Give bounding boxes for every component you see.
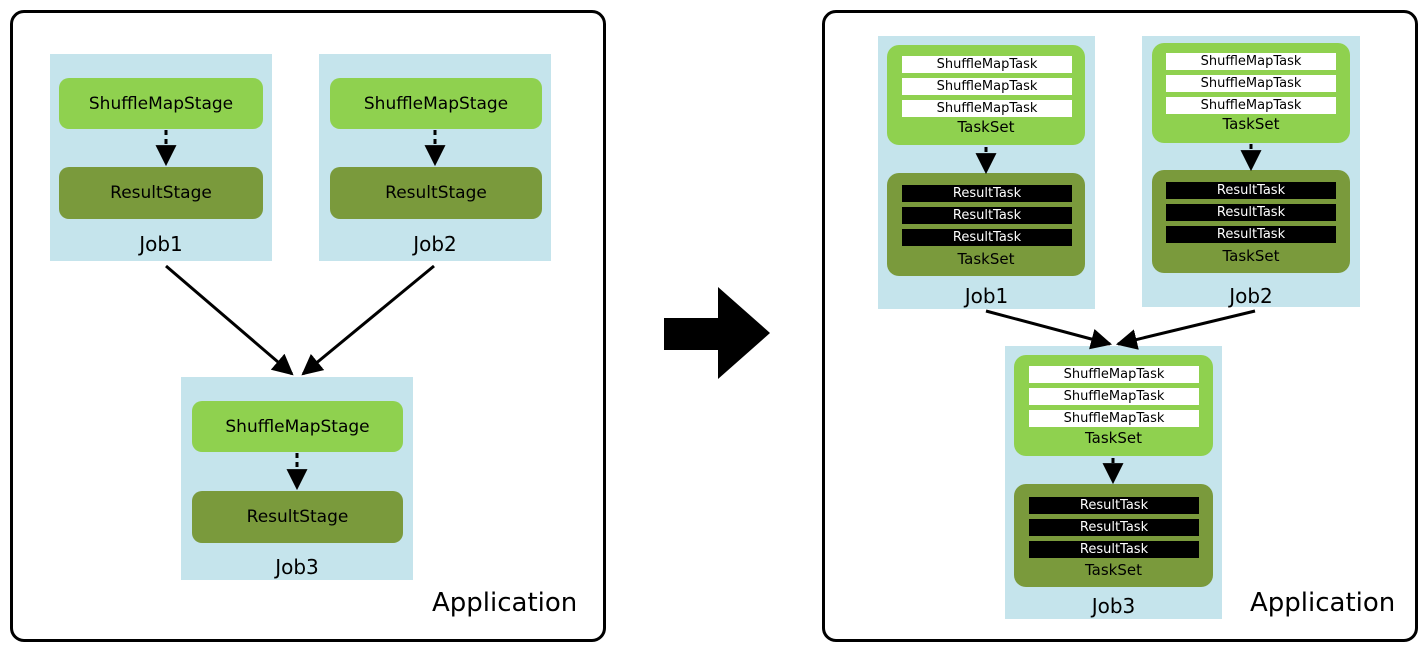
left-job3: ShuffleMapStage ResultStage Job3 — [181, 377, 413, 580]
left-application-label: Application — [432, 588, 578, 618]
shuffle-map-stage: ShuffleMapStage — [330, 78, 542, 129]
right-job3: ShuffleMapTask ShuffleMapTask ShuffleMap… — [1005, 346, 1222, 619]
taskset-label: TaskSet — [957, 118, 1015, 136]
left-job2: ShuffleMapStage ResultStage Job2 — [319, 54, 551, 261]
result-task: ResultTask — [1029, 541, 1199, 558]
right-job2: ShuffleMapTask ShuffleMapTask ShuffleMap… — [1142, 36, 1360, 308]
result-task: ResultTask — [1166, 204, 1336, 221]
shuffle-map-task: ShuffleMapTask — [902, 56, 1072, 73]
shuffle-map-stage: ShuffleMapStage — [192, 401, 403, 452]
shuffle-map-task: ShuffleMapTask — [902, 100, 1072, 117]
taskset-label: TaskSet — [1222, 115, 1280, 133]
taskset-label: TaskSet — [1084, 561, 1142, 579]
shuffle-map-stage: ShuffleMapStage — [59, 78, 263, 129]
result-stage: ResultStage — [59, 167, 263, 219]
result-taskset: ResultTask ResultTask ResultTask TaskSet — [1014, 484, 1213, 587]
result-stage: ResultStage — [330, 167, 542, 219]
result-task: ResultTask — [902, 229, 1072, 246]
job-label: Job1 — [139, 232, 183, 256]
shuffle-map-task: ShuffleMapTask — [1166, 75, 1336, 92]
job-label: Job1 — [964, 284, 1009, 308]
result-task: ResultTask — [1166, 226, 1336, 243]
result-task: ResultTask — [1029, 497, 1199, 514]
transform-arrow — [664, 287, 770, 379]
result-stage: ResultStage — [192, 491, 403, 543]
taskset-label: TaskSet — [957, 250, 1015, 268]
job-label: Job3 — [275, 555, 319, 579]
taskset-label: TaskSet — [1222, 247, 1280, 265]
result-task: ResultTask — [902, 185, 1072, 202]
shuffle-map-taskset: ShuffleMapTask ShuffleMapTask ShuffleMap… — [887, 45, 1085, 145]
right-application-label: Application — [1250, 588, 1396, 618]
result-task: ResultTask — [1029, 519, 1199, 536]
job-label: Job3 — [1091, 594, 1136, 618]
taskset-label: TaskSet — [1084, 429, 1142, 447]
result-task: ResultTask — [1166, 182, 1336, 199]
shuffle-map-task: ShuffleMapTask — [1029, 388, 1199, 405]
result-task: ResultTask — [902, 207, 1072, 224]
left-job1: ShuffleMapStage ResultStage Job1 — [50, 54, 272, 261]
job-label: Job2 — [1229, 284, 1273, 308]
shuffle-map-task: ShuffleMapTask — [1029, 410, 1199, 427]
shuffle-map-task: ShuffleMapTask — [1166, 53, 1336, 70]
shuffle-map-task: ShuffleMapTask — [1166, 97, 1336, 114]
shuffle-map-taskset: ShuffleMapTask ShuffleMapTask ShuffleMap… — [1014, 355, 1213, 456]
shuffle-map-task: ShuffleMapTask — [902, 78, 1072, 95]
result-taskset: ResultTask ResultTask ResultTask TaskSet — [1152, 170, 1350, 273]
right-job1: ShuffleMapTask ShuffleMapTask ShuffleMap… — [878, 36, 1095, 309]
shuffle-map-taskset: ShuffleMapTask ShuffleMapTask ShuffleMap… — [1152, 43, 1350, 143]
job-label: Job2 — [413, 232, 457, 256]
shuffle-map-task: ShuffleMapTask — [1029, 366, 1199, 383]
result-taskset: ResultTask ResultTask ResultTask TaskSet — [887, 173, 1085, 276]
